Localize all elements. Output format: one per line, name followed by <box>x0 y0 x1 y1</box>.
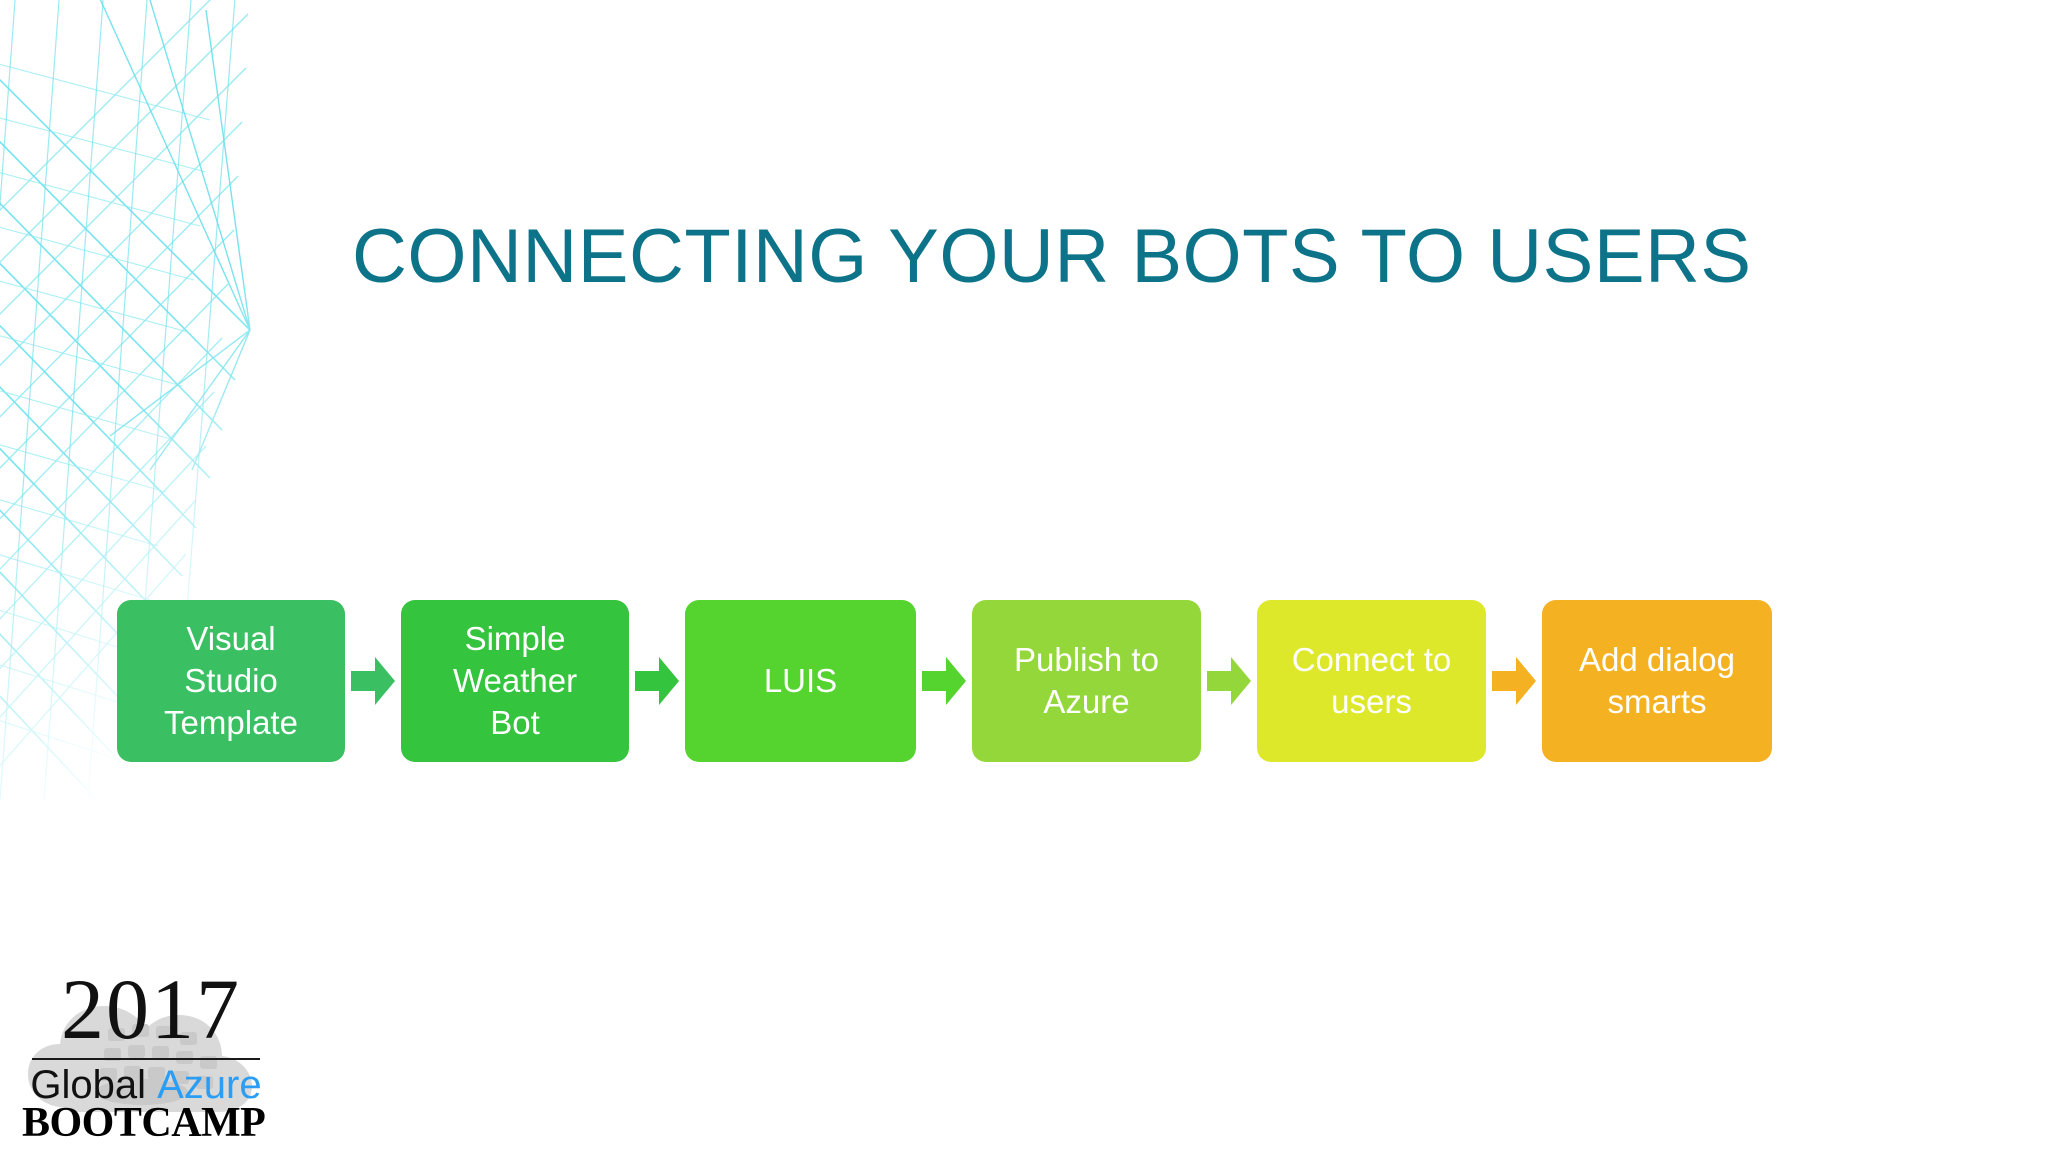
page-title: CONNECTING YOUR BOTS TO USERS <box>352 213 1752 299</box>
flow-step-add-dialog-smarts[interactable]: Add dialog smarts <box>1542 600 1772 762</box>
flow-arrow-5 <box>1486 655 1542 707</box>
arrow-right-icon <box>1207 657 1251 705</box>
flow-step-luis[interactable]: LUIS <box>685 600 916 762</box>
arrow-right-icon <box>351 657 395 705</box>
flow-step-label: Simple Weather Bot <box>452 619 578 742</box>
flow-step-visual-studio-template[interactable]: Visual Studio Template <box>117 600 345 762</box>
flow-arrow-2 <box>629 655 685 707</box>
flow-step-label: LUIS <box>763 661 838 699</box>
logo-global-text: Global <box>30 1063 146 1107</box>
flow-step-simple-weather-bot[interactable]: Simple Weather Bot <box>401 600 629 762</box>
arrow-right-icon <box>922 657 966 705</box>
arrow-right-icon <box>635 657 679 705</box>
flow-arrow-3 <box>916 655 972 707</box>
flow-arrow-4 <box>1201 655 1257 707</box>
arrow-right-icon <box>1492 657 1536 705</box>
flow-step-connect-to-users[interactable]: Connect to users <box>1257 600 1486 762</box>
global-azure-bootcamp-logo: 2017 Global Azure BOOTCAMP <box>14 961 266 1144</box>
flow-step-label: Connect to users <box>1291 640 1452 720</box>
logo-divider <box>32 1058 260 1060</box>
process-flow-diagram: Visual Studio Template Simple Weather Bo… <box>117 600 1772 762</box>
flow-step-label: Publish to Azure <box>1014 640 1159 720</box>
flow-step-label: Add dialog smarts <box>1579 640 1735 720</box>
flow-arrow-1 <box>345 655 401 707</box>
logo-bootcamp-text: BOOTCAMP <box>22 1100 266 1146</box>
flow-step-label: Visual Studio Template <box>164 619 298 742</box>
logo-global-azure: Global Azure <box>28 1062 264 1108</box>
flow-step-publish-to-azure[interactable]: Publish to Azure <box>972 600 1201 762</box>
logo-azure-text: Azure <box>157 1063 262 1107</box>
logo-year: 2017 <box>61 961 241 1057</box>
